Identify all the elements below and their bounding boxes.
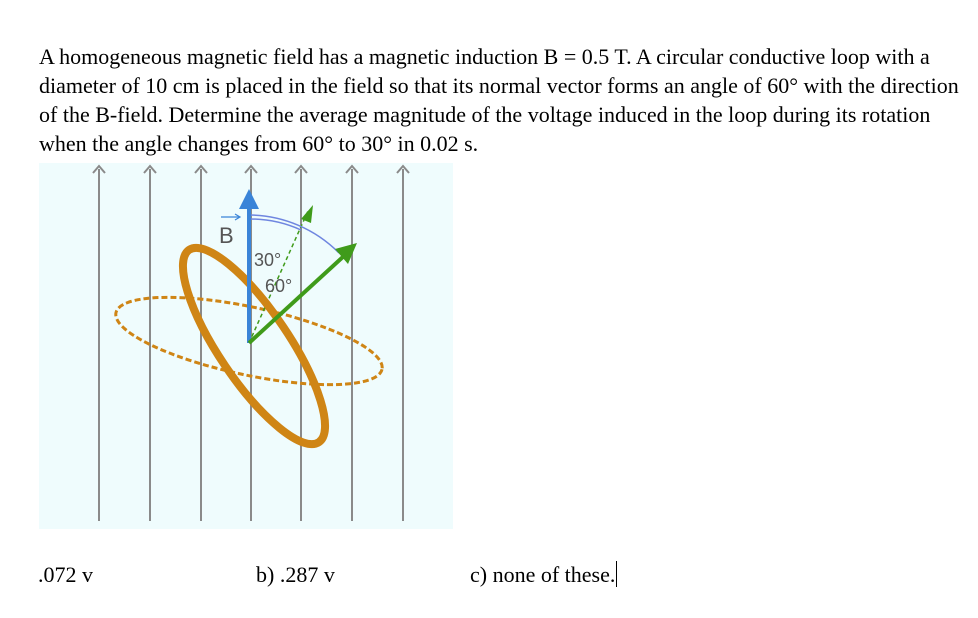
angle-arc-30 <box>248 218 302 231</box>
answer-c: c) none of these. <box>470 560 618 589</box>
normal-30-arrow-icon <box>301 205 313 223</box>
angle-60-label: 60° <box>265 276 292 296</box>
b-label-bar-arrow-icon <box>234 213 242 221</box>
normal-30-dashed <box>248 210 309 344</box>
field-lines <box>92 164 410 521</box>
magnetic-field-figure: B 30° 60° <box>39 163 453 529</box>
angle-arc-60 <box>248 214 340 254</box>
text-cursor <box>616 561 618 587</box>
b-label: B <box>219 223 234 248</box>
loop-ring <box>178 243 330 449</box>
angle-30-label: 30° <box>254 250 281 270</box>
horizontal-loop-dashed <box>114 295 384 387</box>
figure-background <box>39 163 453 529</box>
problem-statement: A homogeneous magnetic field has a magne… <box>39 44 959 156</box>
answer-b: b) .287 v <box>256 562 335 587</box>
answer-a: .072 v <box>38 562 93 587</box>
normal-vector-arrow-icon <box>335 243 357 264</box>
answer-c-text: c) none of these. <box>470 562 616 587</box>
normal-vector <box>247 253 347 345</box>
b-vector-arrow-icon <box>239 189 259 209</box>
